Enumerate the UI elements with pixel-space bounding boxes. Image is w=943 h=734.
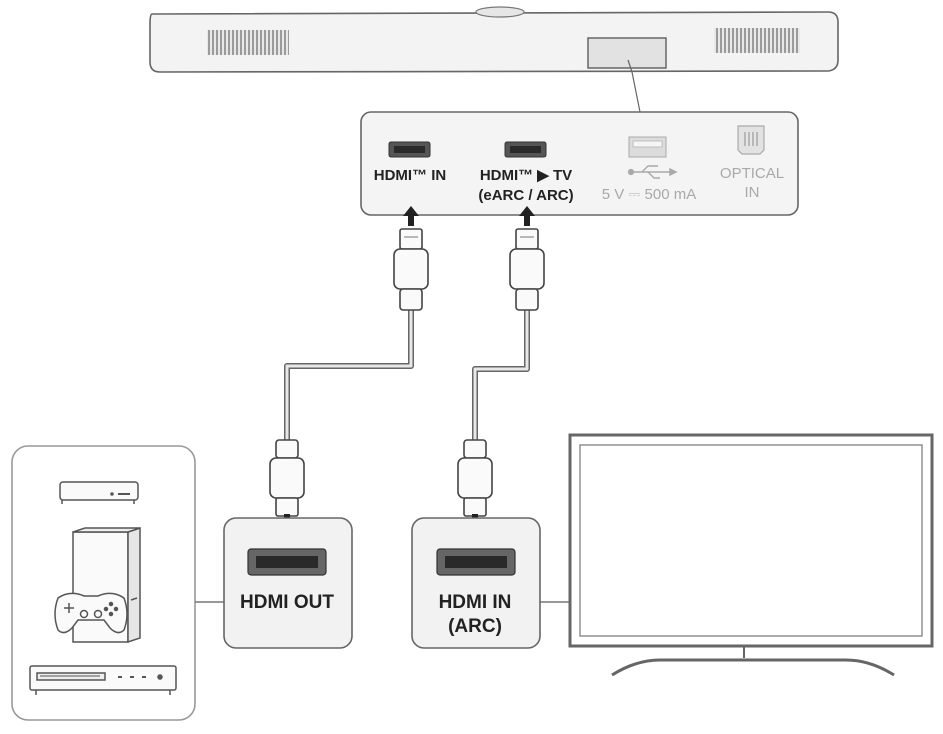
usb-symbol-icon: [627, 165, 678, 179]
hdmi-plug-icon: [509, 228, 545, 311]
tv-hdmi-in-label: HDMI IN: [439, 592, 512, 613]
optical-label-line2: IN: [745, 184, 760, 201]
rear-panel: HDMI™ IN HDMI™ ▶ TV (eARC / ARC) 5 V ⎓ 5…: [360, 111, 799, 216]
hdmi-in-label: HDMI™ IN: [374, 167, 447, 184]
hdmi-cable-tv: [472, 310, 530, 440]
hdmi-plug-icon: [269, 439, 305, 517]
usb-power-label: 5 V ⎓ 500 mA: [602, 186, 697, 203]
hdmi-cable-source: [284, 310, 414, 440]
hdmi-out-box: HDMI OUT: [223, 517, 353, 649]
blu-ray-player-icon: [29, 665, 177, 695]
optical-port: OPTICAL IN: [720, 125, 784, 201]
hdmi-tv-label: HDMI™ ▶ TV: [480, 167, 572, 184]
speaker-grille-right: [714, 28, 800, 53]
hdmi-tv-port: HDMI™ ▶ TV (eARC / ARC): [478, 141, 574, 204]
earc-arc-label: (eARC / ARC): [478, 187, 573, 204]
hdmi-in-arc-box: HDMI IN (ARC): [411, 517, 541, 649]
tv-arc-label: (ARC): [448, 616, 502, 637]
arrow-icon: [403, 206, 419, 226]
speaker-grille-left: [207, 30, 289, 55]
connector-recess: [587, 37, 667, 69]
hdmi-in-port: HDMI™ IN: [374, 141, 447, 184]
soundbar: [149, 6, 839, 113]
hdmi-plug-icon: [393, 228, 429, 311]
tv-icon: [568, 433, 934, 677]
source-devices-box: [11, 445, 196, 721]
game-console-icon: [72, 526, 141, 644]
hdmi-out-label: HDMI OUT: [240, 592, 334, 613]
arrow-icon: [519, 206, 535, 226]
optical-port-icon: [737, 125, 765, 155]
gamepad-icon: [54, 592, 128, 634]
usb-port: 5 V ⎓ 500 mA: [602, 136, 697, 203]
optical-label-line1: OPTICAL: [720, 165, 784, 182]
hdmi-plug-icon: [457, 439, 493, 517]
set-top-box-icon: [59, 481, 139, 504]
